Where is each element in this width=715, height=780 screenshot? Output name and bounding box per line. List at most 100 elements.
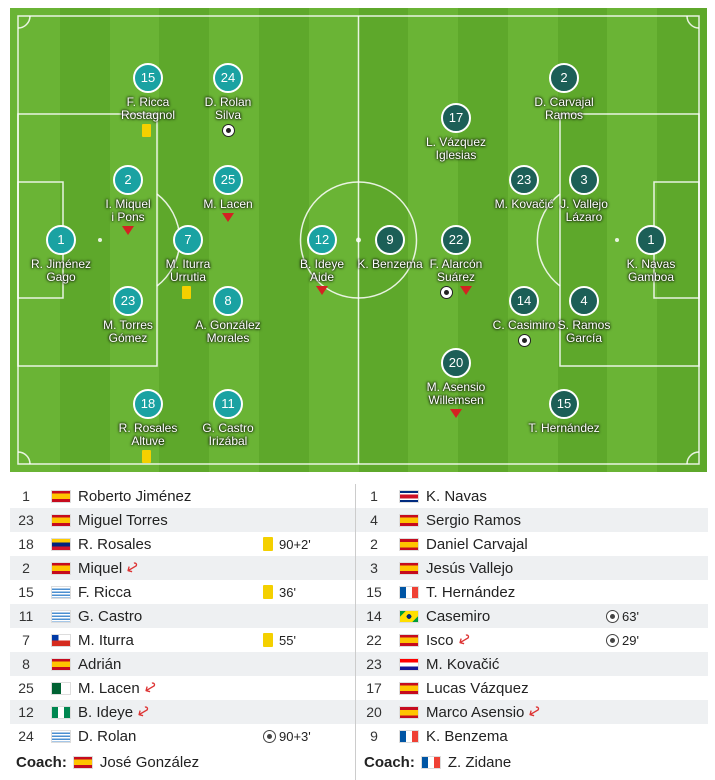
flag-icon-chi bbox=[51, 633, 71, 647]
player-number: 24 bbox=[213, 63, 243, 93]
player-event-marks bbox=[267, 284, 377, 298]
coach-label: Coach: bbox=[364, 753, 415, 771]
pitch-markings bbox=[17, 15, 700, 465]
flag-icon-esp bbox=[399, 633, 419, 647]
lineup-player-name: B. Ideye↩ bbox=[78, 701, 155, 724]
lineup-player-name: K. Benzema bbox=[426, 727, 508, 745]
player-name: R. Jiménez Gago bbox=[30, 257, 92, 284]
yellow-card-icon bbox=[142, 124, 151, 137]
lineup-number: 11 bbox=[18, 608, 34, 624]
coach-name[interactable]: José González bbox=[99, 753, 200, 771]
player-event-marks bbox=[401, 407, 511, 421]
player-name: J. Vallejo Lázaro bbox=[560, 197, 608, 224]
player-number: 15 bbox=[549, 389, 579, 419]
substitution-icon bbox=[460, 286, 472, 295]
goal-ball-icon bbox=[518, 334, 531, 347]
flag-icon-uru bbox=[51, 585, 71, 599]
flag-icon-fra bbox=[399, 729, 419, 743]
player-name: F. Ricca Rostagnol bbox=[120, 95, 176, 122]
flag-icon-uru bbox=[51, 609, 71, 623]
lineup-number: 18 bbox=[18, 536, 34, 552]
lineup-number: 8 bbox=[22, 656, 30, 672]
substitution-icon bbox=[222, 213, 234, 222]
lineup-number: 1 bbox=[22, 488, 30, 504]
coach-label: Coach: bbox=[16, 753, 67, 771]
player-number: 23 bbox=[509, 165, 539, 195]
player-name: D. Carvajal Ramos bbox=[534, 95, 594, 122]
lineup-player-name: Lucas Vázquez bbox=[426, 679, 529, 697]
player-event-marks bbox=[73, 224, 183, 238]
home-coach: Coach: José González bbox=[10, 748, 360, 776]
yellow-card-event: 55' bbox=[263, 633, 296, 648]
player-number: 22 bbox=[441, 225, 471, 255]
flag-icon-esp bbox=[399, 537, 419, 551]
coach-name[interactable]: Z. Zidane bbox=[447, 753, 512, 771]
player-event-marks bbox=[173, 211, 283, 225]
goal-event: 90+3' bbox=[263, 729, 311, 744]
goal-ball-icon bbox=[440, 286, 453, 299]
lineup-player-name: T. Hernández bbox=[426, 583, 516, 601]
lineup-divider bbox=[355, 484, 356, 780]
lineup-player-name: M. Lacen↩ bbox=[78, 677, 161, 700]
lineup-number: 20 bbox=[366, 704, 382, 720]
player-number: 1 bbox=[46, 225, 76, 255]
event-minute: 55' bbox=[279, 632, 296, 648]
yellow-card-icon bbox=[263, 633, 273, 647]
player-number: 2 bbox=[549, 63, 579, 93]
yellow-card-event: 36' bbox=[263, 585, 296, 600]
flag-icon-esp bbox=[399, 705, 419, 719]
player-name: M. Iturra Urrutia bbox=[165, 257, 211, 284]
lineup-player-name: M. Kovačić bbox=[426, 655, 500, 673]
flag-icon-esp bbox=[399, 513, 419, 527]
lineup-number: 24 bbox=[18, 728, 34, 744]
away-coach: Coach: Z. Zidane bbox=[358, 748, 708, 776]
